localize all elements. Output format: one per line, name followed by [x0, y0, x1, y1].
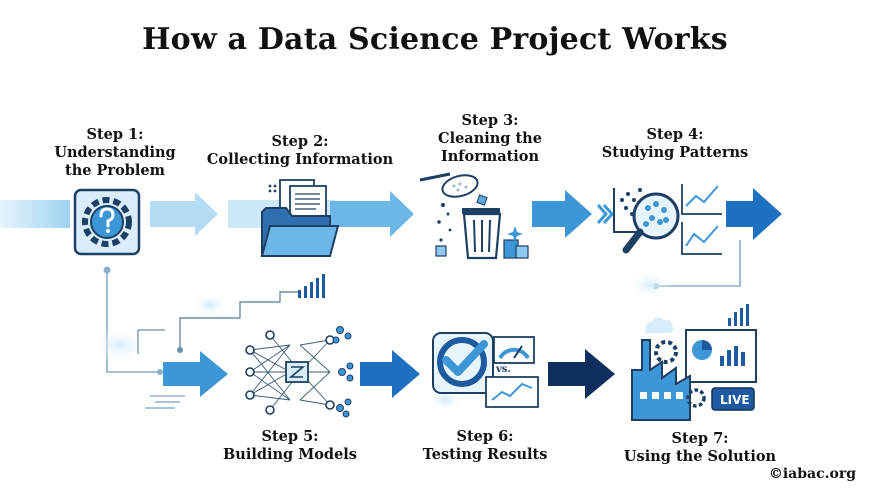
step-4-label: Step 4: Studying Patterns — [590, 126, 760, 162]
step-3-label: Step 3: Cleaning the Information — [420, 112, 560, 166]
step-1-label: Step 1: Understanding the Problem — [40, 126, 190, 180]
page-title: How a Data Science Project Works — [142, 22, 728, 57]
step-7-label: Step 7: Using the Solution — [615, 430, 785, 466]
step-3-name: Cleaning the Information — [438, 130, 542, 165]
connector-line-1 — [106, 270, 160, 373]
step-2-number: Step 2: — [271, 133, 329, 150]
small-bar-chart-icon — [298, 274, 325, 298]
step-6-name: Testing Results — [422, 446, 548, 463]
bottom-arrow-1 — [163, 351, 228, 397]
vs-badge: vs. — [495, 364, 511, 375]
step-2-name: Collecting Information — [206, 151, 394, 168]
step-1-number: Step 1: — [86, 126, 144, 143]
factory-dashboard-icon — [631, 304, 757, 421]
top-band-segment-1 — [0, 200, 70, 228]
circuit-line — [179, 291, 300, 350]
top-arrow-2 — [330, 191, 414, 237]
folder-documents-icon — [260, 179, 340, 257]
step-5-name: Building Models — [223, 446, 357, 463]
neural-network-icon — [245, 326, 354, 418]
magnifier-charts-icon — [613, 184, 722, 255]
credit-text: ©iabac.org — [768, 466, 856, 482]
top-chevrons — [596, 204, 615, 224]
step-5-number: Step 5: — [261, 428, 319, 445]
gear-question-icon — [73, 188, 141, 256]
step-7-name: Using the Solution — [623, 448, 777, 465]
step-7-number: Step 7: — [671, 430, 729, 447]
step-5-label: Step 5: Building Models — [210, 428, 370, 464]
top-arrow-4 — [726, 188, 782, 240]
step-4-name: Studying Patterns — [601, 144, 749, 161]
top-arrow-1 — [150, 192, 218, 236]
bottom-arrow-3 — [548, 349, 615, 399]
step-2-label: Step 2: Collecting Information — [200, 133, 400, 169]
step-6-number: Step 6: — [456, 428, 514, 445]
step-1-name: Understanding the Problem — [54, 144, 176, 179]
connector-line-2 — [656, 240, 741, 287]
decorative-dash-lines — [145, 395, 185, 409]
top-arrow-3 — [532, 190, 592, 238]
testing-check-icon — [432, 332, 539, 408]
sieve-trash-icon — [419, 172, 529, 260]
step-6-label: Step 6: Testing Results — [410, 428, 560, 464]
bottom-arrow-2 — [360, 350, 420, 398]
live-badge: LIVE — [720, 393, 750, 407]
step-4-number: Step 4: — [646, 126, 704, 143]
step-3-number: Step 3: — [461, 112, 519, 129]
